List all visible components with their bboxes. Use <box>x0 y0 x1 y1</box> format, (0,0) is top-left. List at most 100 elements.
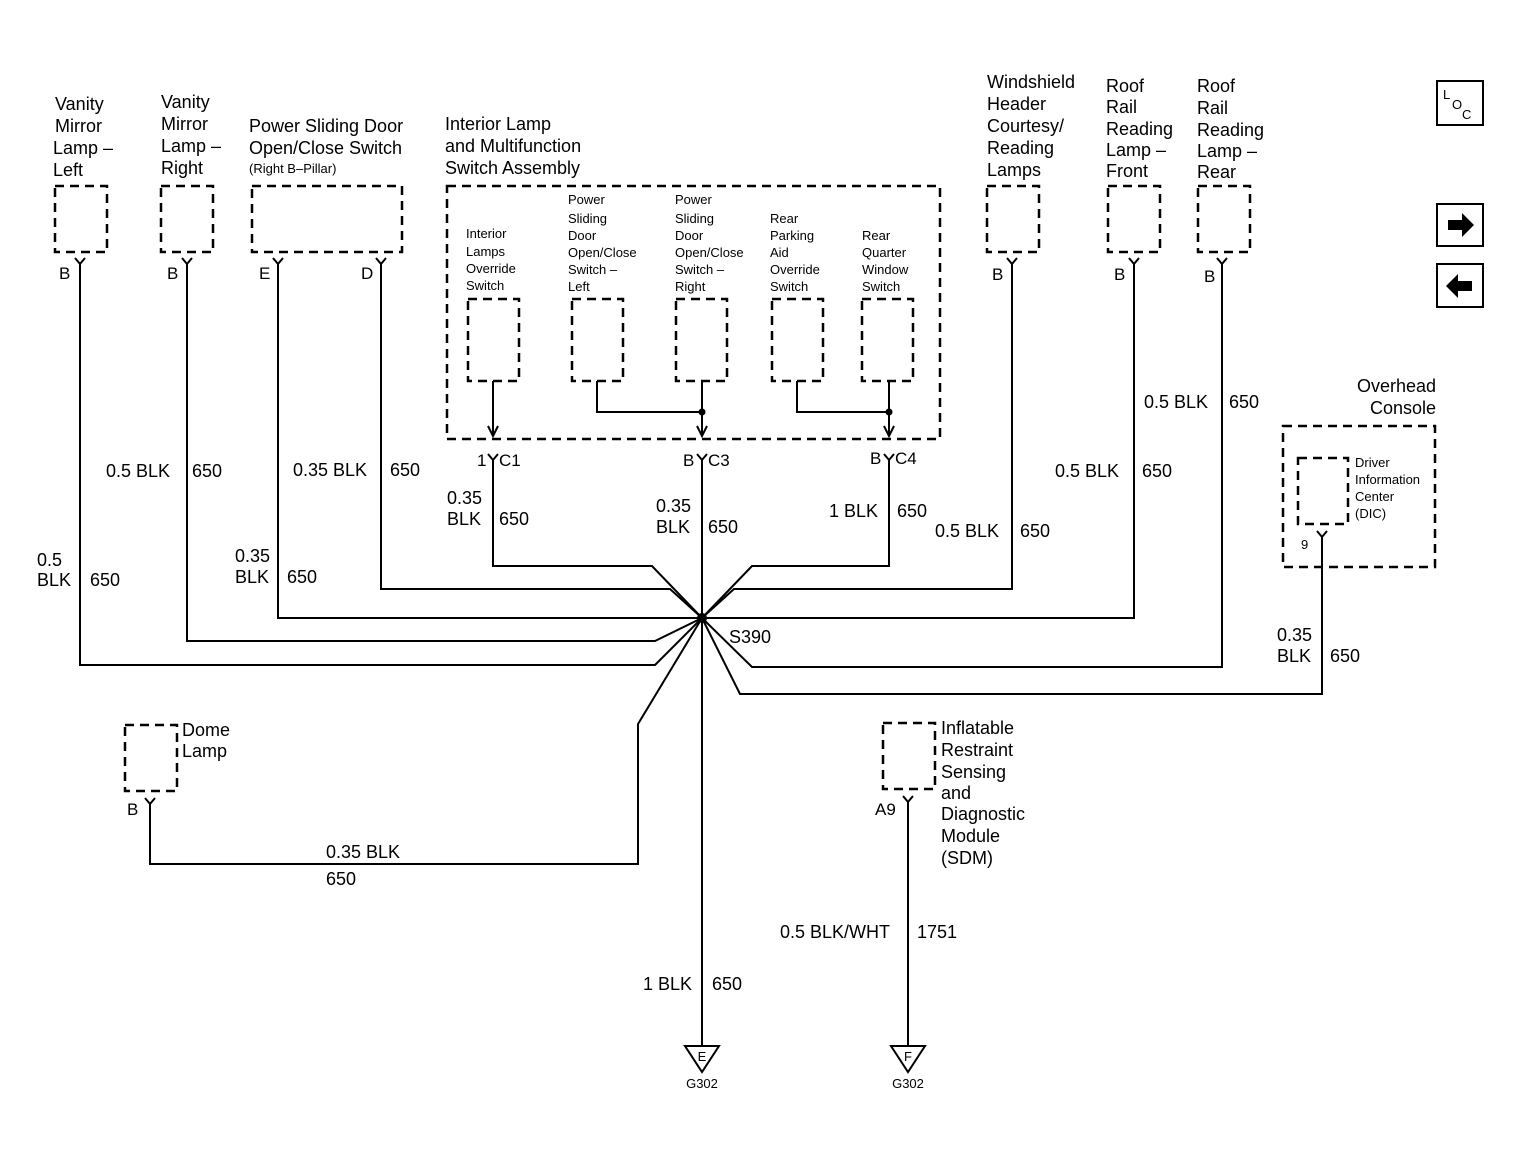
svg-text:Open/Close: Open/Close <box>675 245 744 260</box>
svg-text:Header: Header <box>987 94 1046 114</box>
rear-quarter-label: Rear Quarter Window Switch <box>862 228 909 294</box>
svg-text:Aid: Aid <box>770 245 789 260</box>
rear-parking-box <box>770 297 825 383</box>
pin-c3-letter: B <box>683 451 694 470</box>
svg-text:650: 650 <box>1020 521 1050 541</box>
svg-text:Center: Center <box>1355 489 1395 504</box>
svg-text:Right: Right <box>161 158 203 178</box>
svg-text:Courtesy/: Courtesy/ <box>987 116 1064 136</box>
svg-text:650: 650 <box>897 501 927 521</box>
wire-vanity-left <box>79 264 703 666</box>
psd-right-label: Power Sliding Door Open/Close Switch – R… <box>675 192 744 294</box>
vanity-left-box <box>53 184 109 254</box>
ground-e-symbol <box>683 1045 721 1074</box>
psd-switch-label: Power Sliding Door Open/Close Switch <box>249 116 403 158</box>
svg-text:650: 650 <box>90 570 120 590</box>
svg-text:(SDM): (SDM) <box>941 848 993 868</box>
dic-label: Driver Information Center (DIC) <box>1355 455 1420 521</box>
arrow-right-icon <box>1448 213 1474 237</box>
svg-text:Right: Right <box>675 279 706 294</box>
ground-e-letter: E <box>698 1049 707 1064</box>
dome-lamp-box <box>123 723 179 793</box>
sdm-label: Inflatable Restraint Sensing and Diagnos… <box>941 718 1025 868</box>
arrow-left-icon <box>1446 274 1472 298</box>
svg-text:Driver: Driver <box>1355 455 1390 470</box>
svg-text:BLK: BLK <box>447 509 481 529</box>
svg-text:BLK: BLK <box>656 517 690 537</box>
svg-text:0.5 BLK: 0.5 BLK <box>935 521 999 541</box>
svg-text:Console: Console <box>1370 398 1436 418</box>
junction-dot-c3 <box>698 408 706 416</box>
vanity-left-label: Vanity Mirror Lamp – Left <box>53 94 113 180</box>
svg-text:Rear: Rear <box>1197 162 1236 182</box>
svg-text:Interior: Interior <box>466 226 507 241</box>
svg-text:Reading: Reading <box>1106 119 1173 139</box>
wire-labels: 0.5 BLK 650 0.5 BLK 650 0.35 BLK 650 0.3… <box>37 392 1360 994</box>
svg-text:and: and <box>941 783 971 803</box>
svg-text:Rear: Rear <box>862 228 891 243</box>
next-page-button[interactable] <box>1436 203 1484 247</box>
svg-text:650: 650 <box>708 517 738 537</box>
svg-text:0.5: 0.5 <box>37 550 62 570</box>
vanity-right-box <box>159 184 215 254</box>
svg-text:Windshield: Windshield <box>987 72 1075 92</box>
svg-text:Lamp –: Lamp – <box>1197 141 1257 161</box>
svg-text:Rail: Rail <box>1106 97 1137 117</box>
svg-text:650: 650 <box>1229 392 1259 412</box>
psd-left-label: Power Sliding Door Open/Close Switch – L… <box>568 192 637 294</box>
svg-text:Power: Power <box>568 192 606 207</box>
ground-f-name: G302 <box>892 1076 924 1091</box>
wire-psd-d <box>380 264 703 619</box>
svg-text:and Multifunction: and Multifunction <box>445 136 581 156</box>
prev-page-button[interactable] <box>1436 263 1484 308</box>
splice-label: S390 <box>729 627 771 647</box>
pin-psd-d: D <box>361 264 373 283</box>
svg-text:Switch –: Switch – <box>675 262 725 277</box>
svg-text:Open/Close: Open/Close <box>568 245 637 260</box>
wire-roof-rear <box>701 264 1223 668</box>
svg-text:BLK: BLK <box>235 567 269 587</box>
pin-vanity-left: B <box>59 264 70 283</box>
svg-text:Mirror: Mirror <box>55 116 102 136</box>
svg-text:(DIC): (DIC) <box>1355 506 1386 521</box>
svg-text:Mirror: Mirror <box>161 114 208 134</box>
wire-dic <box>701 537 1323 695</box>
svg-text:Sliding: Sliding <box>675 211 714 226</box>
rear-parking-label: Rear Parking Aid Override Switch <box>770 211 820 294</box>
wire-c4 <box>701 460 890 619</box>
svg-text:Lamps: Lamps <box>466 244 506 259</box>
interior-override-box <box>466 297 521 383</box>
svg-text:Left: Left <box>568 279 590 294</box>
svg-text:Power: Power <box>675 192 713 207</box>
pin-c4-letter: B <box>870 449 881 468</box>
psd-switch-box <box>250 184 404 254</box>
roof-rear-box <box>1196 184 1252 254</box>
svg-text:0.35: 0.35 <box>1277 625 1312 645</box>
svg-text:Vanity: Vanity <box>161 92 210 112</box>
connector-c4: C4 <box>895 449 917 468</box>
svg-text:Switch: Switch <box>466 278 504 293</box>
svg-text:Door: Door <box>568 228 597 243</box>
svg-text:650: 650 <box>499 509 529 529</box>
svg-text:Lamp –: Lamp – <box>161 136 221 156</box>
interior-lamp-label: Interior Lamp and Multifunction Switch A… <box>445 114 581 178</box>
windshield-box <box>985 184 1041 254</box>
svg-text:1 BLK: 1 BLK <box>829 501 878 521</box>
svg-text:Front: Front <box>1106 161 1148 181</box>
pin-windshield: B <box>992 265 1003 284</box>
svg-text:Lamp –: Lamp – <box>53 138 113 158</box>
wire-c1 <box>492 460 703 619</box>
windshield-label: Windshield Header Courtesy/ Reading Lamp… <box>987 72 1075 180</box>
pin-c1-number: 1 <box>477 451 486 470</box>
loc-button[interactable]: L O C <box>1436 80 1484 126</box>
vanity-right-label: Vanity Mirror Lamp – Right <box>161 92 221 178</box>
pin-roof-rear: B <box>1204 267 1215 286</box>
svg-text:BLK: BLK <box>1277 646 1311 666</box>
loc-letter-o: O <box>1452 97 1462 112</box>
svg-text:Sliding: Sliding <box>568 211 607 226</box>
svg-text:Module: Module <box>941 826 1000 846</box>
wire-roof-front <box>702 264 1135 619</box>
svg-text:Interior Lamp: Interior Lamp <box>445 114 551 134</box>
pin-vanity-right: B <box>167 264 178 283</box>
wire-windshield <box>701 264 1013 619</box>
